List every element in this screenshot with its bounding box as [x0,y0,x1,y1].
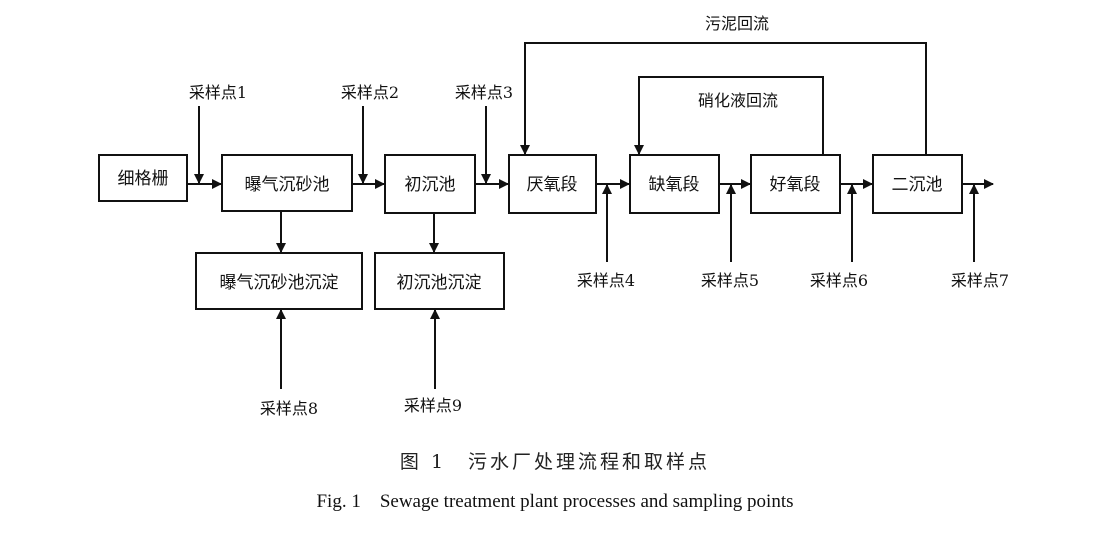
box-primary-sediment: 初沉池沉淀 [374,252,505,310]
box-aerobic-stage: 好氧段 [750,154,841,214]
box-aerated-grit-sediment-label: 曝气沉砂池沉淀 [220,273,339,293]
box-secondary-clarifier-label: 二沉池 [892,175,943,195]
sampling-point-9-label: 采样点9 [404,396,462,415]
process-flow-diagram: 细格栅 曝气沉砂池 初沉池 厌氧段 缺氧段 好氧段 二沉池 曝气沉砂池沉淀 初沉… [98,14,1009,418]
box-anoxic-stage: 缺氧段 [629,154,720,214]
box-aerated-grit-sediment: 曝气沉砂池沉淀 [195,252,363,310]
box-anaerobic-stage: 厌氧段 [508,154,597,214]
nitrified-liquor-return-line [634,76,824,155]
box-anaerobic-stage-label: 厌氧段 [527,175,578,195]
box-anoxic-stage-label: 缺氧段 [649,175,700,195]
sampling-point-1-label: 采样点1 [189,83,247,102]
box-fine-screen: 细格栅 [98,154,188,202]
sludge-return-line [520,42,927,155]
sampling-point-7-label: 采样点7 [951,271,1009,290]
box-primary-clarifier-label: 初沉池 [405,175,456,195]
sampling-point-3-label: 采样点3 [455,83,513,102]
nitrified-liquor-return-label: 硝化液回流 [698,91,778,110]
figure-caption-chinese: 图 1 污水厂处理流程和取样点 [399,451,711,473]
sampling-point-6-label: 采样点6 [810,271,868,290]
box-primary-clarifier: 初沉池 [384,154,476,214]
sampling-point-2-label: 采样点2 [341,83,399,102]
box-aerobic-stage-label: 好氧段 [770,175,821,195]
sampling-point-4-label: 采样点4 [577,271,635,290]
box-primary-sediment-label: 初沉池沉淀 [397,273,482,293]
box-aerated-grit-chamber: 曝气沉砂池 [221,154,353,212]
sludge-return-label: 污泥回流 [705,14,769,33]
sampling-point-8-label: 采样点8 [260,399,318,418]
box-secondary-clarifier: 二沉池 [872,154,963,214]
box-fine-screen-label: 细格栅 [118,169,169,189]
figure-caption-english: Fig. 1 Sewage treatment plant processes … [316,491,794,512]
sampling-point-5-label: 采样点5 [701,271,759,290]
box-aerated-grit-chamber-label: 曝气沉砂池 [245,175,330,195]
